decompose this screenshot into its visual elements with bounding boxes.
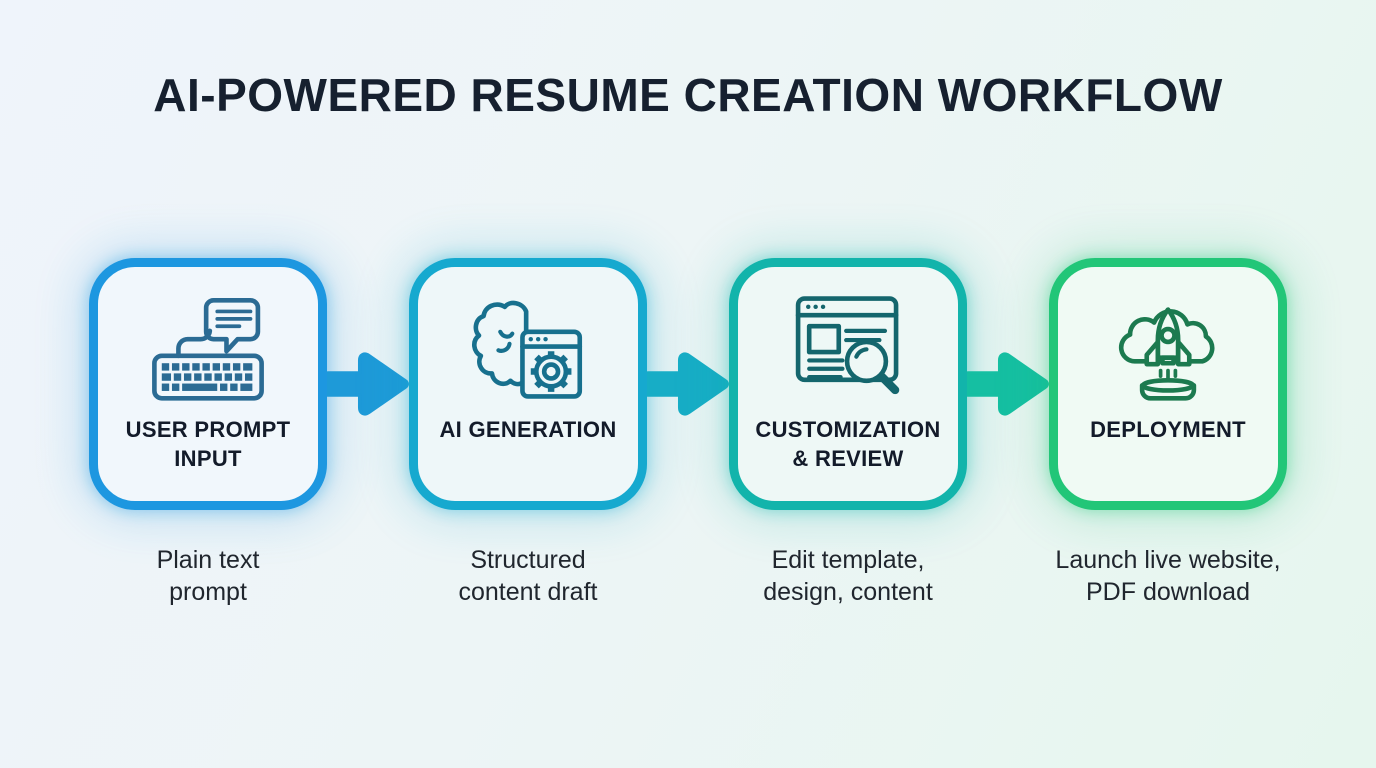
step-caption: Launch live website, PDF download: [1055, 546, 1281, 606]
step-title: USER PROMPT INPUT: [125, 417, 291, 471]
step-card: USER PROMPT INPUT: [89, 258, 327, 510]
step-caption: Edit template, design, content: [763, 546, 933, 606]
step-caption: Structured content draft: [458, 546, 598, 606]
step-deployment: DEPLOYMENT Launch live website, PDF down…: [1049, 258, 1287, 608]
arrow-right-icon: [327, 344, 409, 424]
workflow-row: USER PROMPT INPUT Plain text prompt: [0, 258, 1376, 608]
step-ai-generation: AI GENERATION Structured content draft: [409, 258, 647, 608]
step-caption: Plain text prompt: [156, 546, 260, 606]
arrow-right-icon: [967, 344, 1049, 424]
step-title: CUSTOMIZATION & REVIEW: [755, 417, 941, 471]
cloud-rocket-launch-icon: [1107, 291, 1229, 407]
arrow-right-icon: [647, 344, 729, 424]
step-title: DEPLOYMENT: [1090, 417, 1246, 442]
step-user-prompt-input: USER PROMPT INPUT Plain text prompt: [89, 258, 327, 608]
browser-magnifier-icon: [787, 291, 909, 407]
step-card: AI GENERATION: [409, 258, 647, 510]
step-card: CUSTOMIZATION & REVIEW: [729, 258, 967, 510]
step-customization-review: CUSTOMIZATION & REVIEW Edit template, de…: [729, 258, 967, 608]
keyboard-chat-icon: [147, 291, 269, 407]
page-title: AI-POWERED RESUME CREATION WORKFLOW: [153, 69, 1223, 121]
step-title: AI GENERATION: [439, 417, 617, 442]
step-card: DEPLOYMENT: [1049, 258, 1287, 510]
brain-gear-window-icon: [467, 291, 589, 407]
